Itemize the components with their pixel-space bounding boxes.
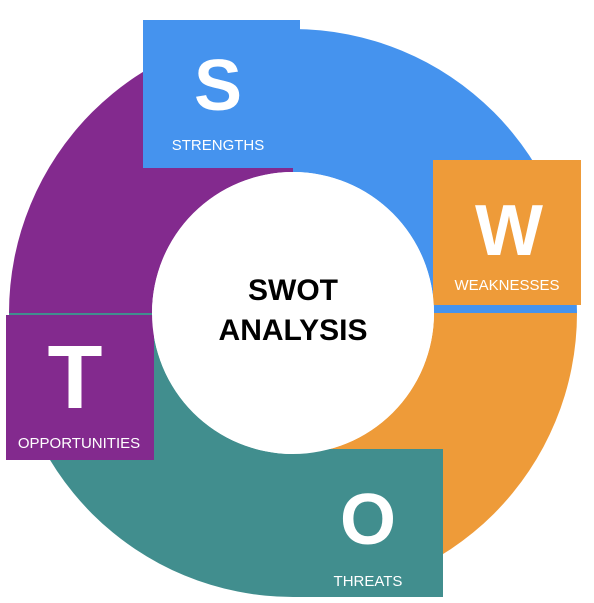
opportunities-box [6,315,154,460]
center-title-line2: ANALYSIS [219,314,368,347]
center-circle [152,172,434,454]
strengths-box [143,20,300,168]
weaknesses-letter: W [475,191,543,271]
weaknesses-box [433,160,581,305]
center-title-line1: SWOT [248,274,338,307]
strengths-label: STRENGTHS [172,137,265,154]
threats-box [293,449,443,597]
strengths-letter: S [194,46,242,126]
threats-letter: O [340,480,396,560]
opportunities-label: OPPORTUNITIES [18,435,140,452]
threats-label: THREATS [334,573,403,590]
opportunities-letter: T [48,328,103,428]
weaknesses-label: WEAKNESSES [454,277,559,294]
